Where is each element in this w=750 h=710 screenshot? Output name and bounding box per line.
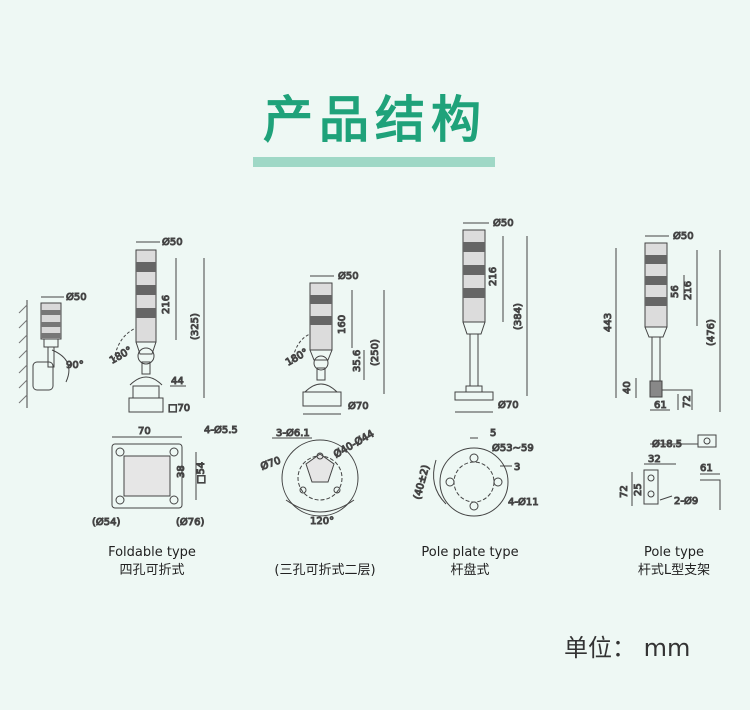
foldable-d76-label: (Ø76) [176,516,204,528]
pole-d70-label: Ø70 [498,399,519,411]
three-h160-label: 160 [337,315,348,334]
pole-h384-label: (384) [513,303,524,330]
pole-holes-label: 4-Ø11 [508,496,539,508]
pole-dia-label: Ø50 [493,217,514,229]
foldable-h44-label: 44 [171,376,184,387]
lbr-d18-label: Ø18.5 [652,438,682,450]
pole-w5-label: 5 [490,428,496,439]
lbr-holes-label: 2-Ø9 [674,495,698,507]
page-title: 产品结构 [263,91,487,149]
foldable-top-drawing: 70 4-Ø5.5 38 □54 (Ø54) (Ø76) [92,424,239,529]
three-d70b-label: Ø70 [259,454,282,472]
three-hole-side-drawing: Ø50 160 35.6 (250) 180° Ø70 [284,270,385,415]
lbr-h72b-label: 72 [619,485,630,498]
foldable-d54-label: (Ø54) [92,516,120,528]
caption-pole-plate: Pole plate type 杆盘式 [410,544,530,580]
l-bracket-side-drawing: Ø50 443 56 216 (476) 40 61 72 [603,230,721,412]
lbr-w32-label: 32 [648,454,661,465]
three-a120-label: 120° [310,516,334,527]
wall-dia-label: Ø50 [66,291,87,303]
lbr-dia-label: Ø50 [673,230,694,242]
lbr-h40-label: 40 [622,381,633,394]
foldable-dia-label: Ø50 [162,236,183,248]
three-h250-label: (250) [370,339,381,366]
wall-angle-label: 90° [66,360,84,371]
foldable-h38-label: 38 [176,465,187,478]
lbr-h476-label: (476) [706,319,717,346]
caption-pole-plate-cn: 杆盘式 [450,563,490,578]
unit-label: 单位： mm [564,634,691,662]
foldable-w70-label: 70 [138,426,151,437]
l-bracket-detail-drawing: Ø18.5 32 61 72 25 2-Ø9 [619,434,721,510]
foldable-h325-label: (325) [190,313,201,340]
caption-pole-plate-en: Pole plate type [421,545,519,560]
foldable-angle-label: 180° [108,345,134,367]
three-dia-label: Ø50 [338,270,359,282]
lbr-h25-label: 25 [633,483,644,496]
foldable-side-drawing: Ø50 216 (325) 180° 44 □70 [108,236,205,415]
pole-w3-label: 3 [514,462,520,473]
three-holes-label: 3-Ø6.1 [276,427,310,439]
wall-mount-drawing: Ø50 90° [18,291,87,408]
caption-l-bracket-en: Pole type [643,545,705,560]
pole-d53-label: Ø53~59 [492,442,534,454]
three-hole-top-drawing: 3-Ø6.1 Ø40-Ø44 Ø70 120° [258,427,376,528]
three-d70-label: Ø70 [348,400,369,412]
lbr-w61b-label: 61 [700,463,713,474]
title-underline [253,157,495,167]
pole-r40-label: (40±2) [412,464,432,501]
lbr-h56-label: 56 [670,285,681,298]
lbr-w61-label: 61 [654,400,667,411]
lbr-h72-label: 72 [682,395,693,408]
pole-plate-top-drawing: 5 Ø53~59 3 (40±2) 4-Ø11 [412,428,539,517]
lbr-h216-label: 216 [683,281,694,300]
three-angle-label: 180° [284,347,310,369]
foldable-h216-label: 216 [161,295,172,314]
foldable-sq54-label: □54 [196,462,207,484]
caption-l-bracket: Pole type 杆式L型支架 [614,544,734,580]
lbr-h443-label: 443 [603,313,614,332]
foldable-holes-label: 4-Ø5.5 [204,424,238,436]
caption-three-hole: (三孔可折式二层) [255,562,395,580]
pole-plate-side-drawing: Ø50 216 (384) Ø70 [454,217,528,413]
caption-three-hole-cn: (三孔可折式二层) [274,563,376,578]
caption-foldable-cn: 四孔可折式 [119,563,185,578]
three-h35-label: 35.6 [352,350,363,372]
caption-l-bracket-cn: 杆式L型支架 [637,563,711,578]
foldable-base-label: □70 [168,403,190,414]
caption-foldable-en: Foldable type [108,545,196,560]
pole-h216-label: 216 [488,267,499,286]
caption-foldable: Foldable type 四孔可折式 [92,544,212,580]
